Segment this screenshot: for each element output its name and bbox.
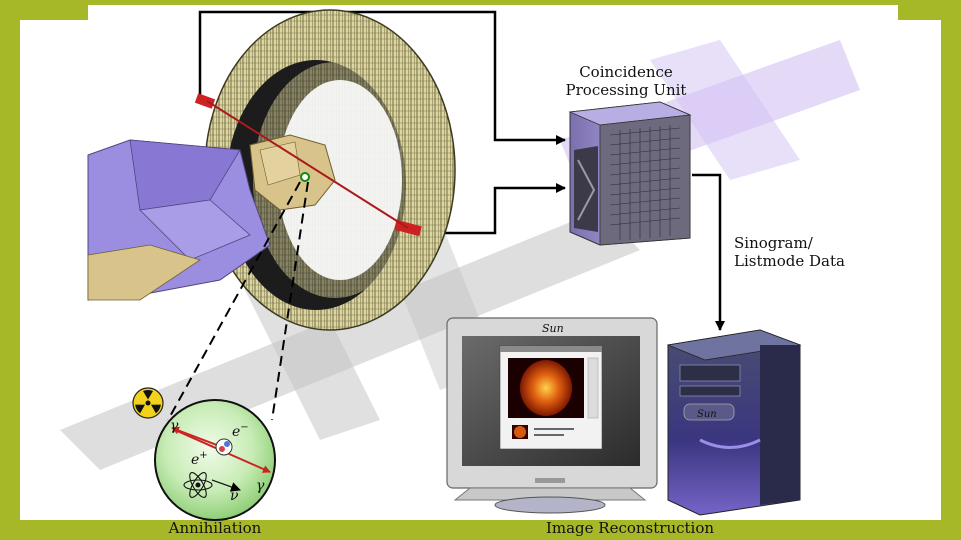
ring-to-cpu-arrow-top	[198, 10, 566, 145]
zoom-line-left	[167, 181, 301, 421]
annihilation-closeup	[154, 399, 276, 521]
line-of-response	[206, 100, 409, 229]
radiation-icon	[132, 387, 164, 419]
annihilation-label: Annihilation	[168, 519, 262, 537]
cpu-label-line2: Processing Unit	[566, 81, 687, 99]
canvas-top-strip	[88, 5, 898, 25]
monitor-brand-label: Sun	[542, 322, 564, 335]
zoom-line-right	[271, 181, 309, 421]
reconstruction-monitor	[446, 317, 658, 514]
reconstruction-tower	[666, 329, 802, 516]
cpu-label-line1: Coincidence	[579, 63, 673, 81]
annihilation-point	[300, 172, 310, 182]
electron-symbol: e−	[232, 422, 249, 440]
sinogram-label-line2: Listmode Data	[734, 252, 845, 270]
gamma-bottom: γ	[256, 478, 265, 494]
sinogram-label-line1: Sinogram/	[734, 234, 814, 252]
positron-symbol: e+	[191, 450, 208, 468]
cpu-to-reconstruction-arrow	[692, 173, 725, 331]
gamma-top: γ	[170, 418, 179, 434]
ring-to-cpu-arrow-bottom	[420, 183, 566, 235]
tower-brand-label: Sun	[697, 409, 717, 420]
brain-scan-image	[520, 360, 572, 416]
image-reconstruction-label: Image Reconstruction	[546, 519, 714, 537]
coincidence-processing-unit	[568, 101, 692, 246]
patient	[87, 134, 336, 301]
neutrino-symbol: ν	[230, 488, 239, 504]
